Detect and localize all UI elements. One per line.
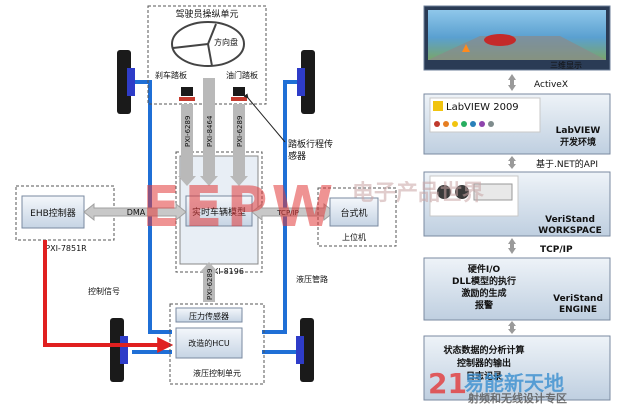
bottom-text-watermark: 射频和无线设计专区 [467,391,567,405]
engine-hw-line-2: DLL模型的执行 [452,275,516,287]
pressure-sensor-label: 压力传感器 [189,311,229,321]
labview-layer-title: LabVIEW [556,126,601,136]
wheel-front-right [297,50,315,114]
engine-hw-line-1: 硬件I/O [468,263,501,275]
net-api-label: 基于.NET的API [536,158,598,170]
pedal-sensor-label-2: 感器 [288,150,306,162]
workspace-subtitle: WORKSPACE [538,226,601,236]
host-pc-label: 上位机 [342,232,366,242]
throttle-sensor-block [233,87,245,96]
engine-hw-line-4: 报警 [475,299,493,311]
activex-label: ActiveX [534,80,568,90]
pxi-6289-b-label: PXI-6289 [236,116,244,147]
throttle-pedal-label: 油门踏板 [226,70,258,80]
engine-hw-line-3: 激励的生成 [461,287,506,299]
eepw-watermark: EEPW [142,175,337,240]
steering-wheel-label: 方向盘 [214,37,238,47]
driver-unit-title: 驾驶员操纵单元 [175,8,238,20]
wheel-front-left [117,50,135,114]
engine-subtitle: ENGINE [559,305,597,315]
ehb-controller-label: EHB控制器 [30,207,76,219]
labview-layer-subtitle: 开发环境 [560,136,596,148]
brake-sensor-cap [179,97,195,101]
workspace-title: VeriStand [545,215,595,225]
hcu-label: 改造的HCU [188,338,230,348]
wheel-rear-left [110,318,128,382]
hydraulic-pipe-label: 液压管路 [296,274,328,284]
labview-logo-text: LabVIEW 2009 [446,102,519,113]
brake-sensor-block [181,87,193,96]
display-3d-label: 三维显示 [550,60,582,70]
pxi-8464-label: PXI-8464 [206,115,214,147]
pxi-7851r-label: PXI-7851R [45,244,87,253]
throttle-sensor-cap [231,97,247,101]
hydraulic-unit-label: 液压控制单元 [193,368,241,378]
brake-pedal-label: 刹车踏板 [155,70,187,80]
engine-title: VeriStand [553,294,603,304]
tcpip-right-arrow [508,238,516,254]
tcpip-right-label: TCP/IP [540,245,573,255]
pedal-sensor-pointer [248,98,285,142]
pxi-6289-a-label: PXI-6289 [184,116,192,147]
wheel-rear-right [296,318,314,382]
engine-to-status-arrow [508,321,516,334]
display-3d-car-icon [484,34,516,46]
status-line-1: 状态数据的分析计算 [443,344,524,356]
control-signal-label: 控制信号 [88,286,120,296]
site-number-watermark: 21 [428,367,467,400]
labview-logo-icon [433,101,443,111]
eepw-cn-watermark: 电子产品世界 [352,181,484,206]
net-api-arrow [508,156,516,169]
activex-arrow [508,74,516,91]
pxi-6289-c-label: PXI-6289 [206,269,214,300]
pedal-sensor-label-1: 踏板行程传 [288,138,333,150]
desktop-pc-label: 台式机 [340,207,367,219]
